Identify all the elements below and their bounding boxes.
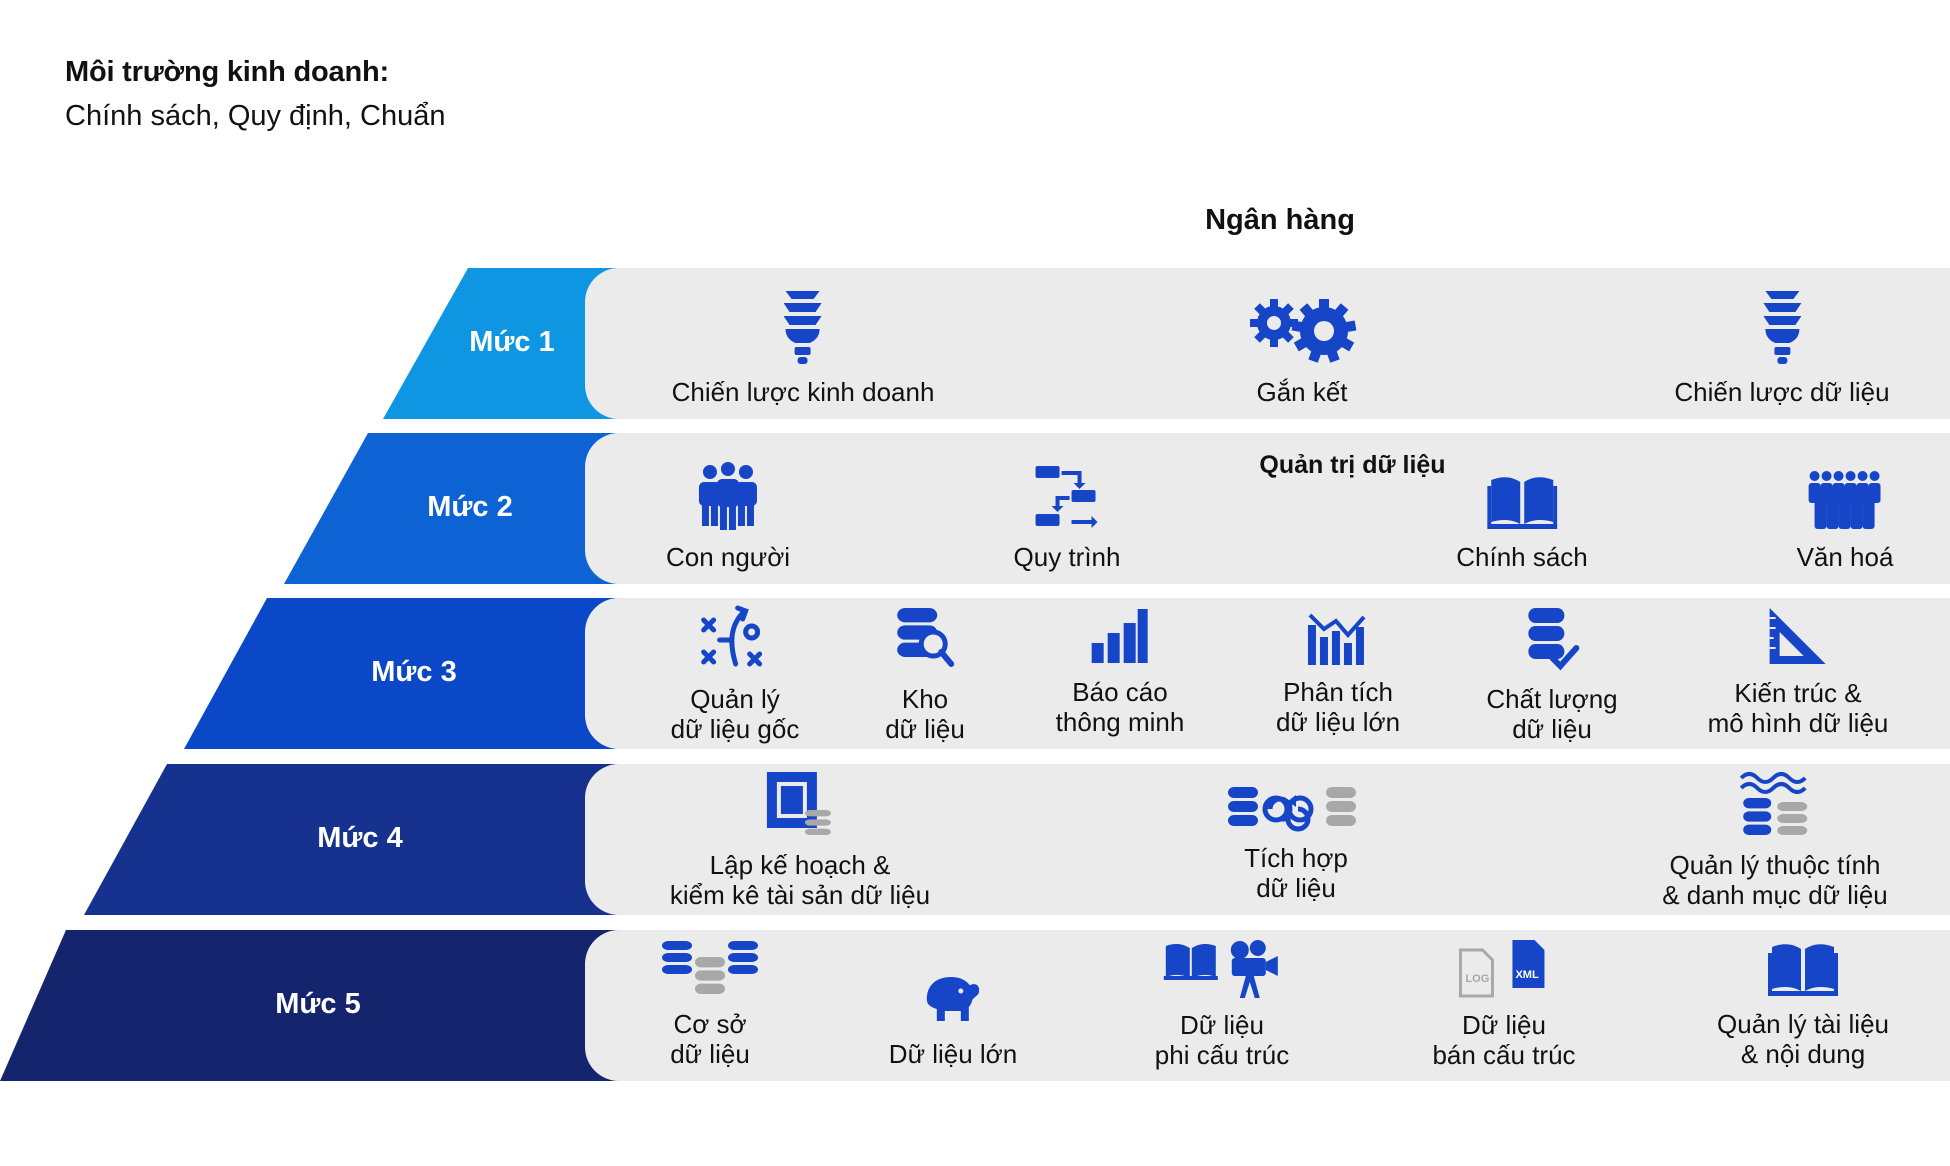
databases-icon — [660, 939, 760, 1005]
level-item: Dữ liệu lớn — [889, 969, 1017, 1069]
level-panel-1: Chiến lược kinh doanh Gắn kết Chiến lược… — [585, 268, 1950, 419]
bank-title: Ngân hàng — [1205, 204, 1355, 236]
level-item: Quản lý tài liệu& nội dung — [1717, 939, 1889, 1069]
item-label: Quản lý thuộc tính — [1669, 850, 1881, 880]
item-label: kiểm kê tài sản dữ liệu — [669, 880, 931, 910]
database-check-icon — [1486, 604, 1617, 680]
database-search-icon — [885, 604, 965, 680]
crowd-icon — [1797, 468, 1894, 538]
analytics-chart-icon — [1276, 607, 1400, 673]
gears-icon — [1242, 287, 1362, 373]
item-label: dữ liệu gốc — [670, 714, 800, 744]
item-label: Chất lượng — [1486, 684, 1618, 714]
level-item: Quy trình — [1013, 462, 1121, 572]
item-label: Quản lý — [690, 684, 780, 714]
item-label: Dữ liệu — [1180, 1010, 1264, 1040]
item-label: Tích hợp — [1244, 843, 1348, 873]
environment-title: Môi trường kinh doanh: — [65, 56, 389, 88]
level-item: Gắn kết — [1242, 287, 1362, 407]
lightbulb-icon — [1674, 287, 1889, 373]
item-label: dữ liệu — [670, 1039, 750, 1069]
process-flow-icon — [1014, 462, 1121, 538]
level-panel-2: Quản trị dữ liệu Con người Quy trình — [585, 433, 1950, 584]
level-label-5: Mức 5 — [275, 988, 361, 1020]
book-camera-icon — [1155, 936, 1289, 1006]
database-sync-icon — [1226, 783, 1366, 839]
elephant-icon — [889, 969, 1017, 1035]
open-book-icon — [1456, 472, 1588, 538]
item-label: dữ liệu — [1256, 873, 1336, 903]
item-label: Gắn kết — [1256, 377, 1348, 407]
item-label: Kho — [901, 684, 949, 714]
item-label: dữ liệu — [1512, 714, 1592, 744]
panel-title: Quản trị dữ liệu — [1259, 451, 1446, 479]
strategy-play-icon — [671, 604, 800, 680]
item-label: Dữ liệu — [1462, 1010, 1546, 1040]
item-label: Con người — [665, 542, 791, 572]
level-item: Kiến trúc &mô hình dữ liệu — [1707, 604, 1889, 738]
lightbulb-icon — [672, 287, 935, 373]
open-book-icon — [1717, 939, 1889, 1005]
item-label: bán cấu trúc — [1432, 1040, 1576, 1070]
item-label: Báo cáo — [1072, 677, 1168, 707]
level-item: Con người — [666, 462, 790, 572]
item-label: Chiến lược dữ liệu — [1674, 377, 1890, 407]
people-group-icon — [666, 462, 790, 538]
level-label-2: Mức 2 — [427, 491, 513, 523]
item-label: phi cấu trúc — [1154, 1040, 1290, 1070]
level-item: Quản lý thuộc tính& danh mục dữ liệu — [1662, 770, 1888, 910]
svg-text:XML: XML — [1515, 969, 1539, 981]
item-label: mô hình dữ liệu — [1707, 708, 1889, 738]
item-label: Cơ sở — [673, 1009, 747, 1039]
level-item: Chiến lược dữ liệu — [1674, 287, 1890, 407]
item-label: & nội dung — [1740, 1039, 1866, 1069]
item-label: Quản lý tài liệu — [1717, 1009, 1889, 1039]
level-item: Văn hoá — [1796, 468, 1894, 572]
item-label: thông minh — [1055, 707, 1185, 737]
level-panel-4: Lập kế hoạch &kiểm kê tài sản dữ liệu Tí… — [585, 764, 1950, 915]
item-label: Phân tích — [1283, 677, 1393, 707]
blueprint-database-icon — [670, 770, 930, 846]
level-item: Chính sách — [1456, 472, 1588, 572]
item-label: Kiến trúc & — [1734, 678, 1862, 708]
level-item: Lập kế hoạch &kiểm kê tài sản dữ liệu — [670, 770, 930, 910]
item-label: Lập kế hoạch & — [709, 850, 891, 880]
environment-subtitle: Chính sách, Quy định, Chuẩn — [65, 100, 446, 132]
item-label: Dữ liệu lớn — [888, 1039, 1018, 1069]
item-label: Văn hoá — [1796, 542, 1894, 572]
item-label: & danh mục dữ liệu — [1662, 880, 1888, 910]
level-item: Chiến lược kinh doanh — [671, 287, 935, 407]
bar-chart-icon — [1056, 607, 1185, 673]
item-label: dữ liệu lớn — [1275, 707, 1401, 737]
level-label-3: Mức 3 — [371, 656, 457, 688]
item-label: Quy trình — [1013, 542, 1121, 572]
set-square-icon — [1708, 604, 1889, 674]
level-label-4: Mức 4 — [317, 822, 403, 854]
svg-text:LOG: LOG — [1465, 973, 1489, 985]
data-lake-icon — [1662, 770, 1888, 846]
level-label-1: Mức 1 — [469, 326, 555, 358]
item-label: Chiến lược kinh doanh — [671, 377, 935, 407]
log-xml-files-icon: LOG XML — [1432, 936, 1575, 1006]
item-label: dữ liệu — [885, 714, 965, 744]
item-label: Chính sách — [1456, 542, 1588, 572]
